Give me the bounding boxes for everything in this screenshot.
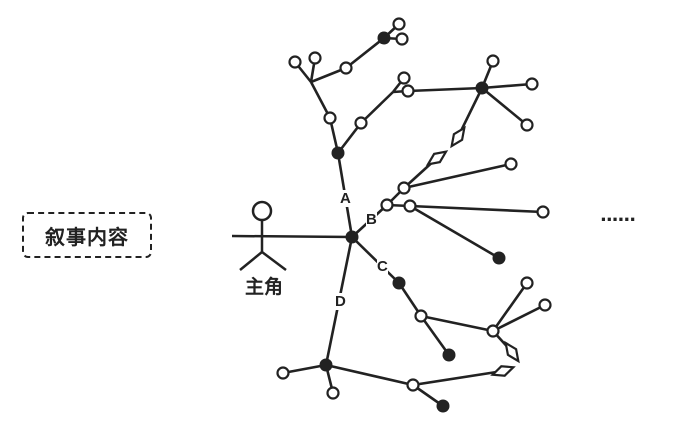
protagonist-label: 主角: [244, 276, 283, 298]
filled-node-icon: [377, 31, 391, 45]
open-node-icon: [339, 61, 353, 75]
open-node-icon: [397, 71, 411, 85]
graph-edge: [419, 315, 451, 356]
graph-nodes: [276, 17, 552, 413]
graph-edge: [351, 236, 400, 284]
open-node-icon: [414, 309, 428, 323]
graph-edge: [360, 91, 394, 124]
graph-edge: [282, 363, 327, 375]
open-node-icon: [486, 54, 500, 68]
open-node-icon: [406, 378, 420, 392]
filled-node-icon: [492, 251, 506, 265]
filled-node-icon: [442, 348, 456, 362]
open-node-icon: [520, 276, 534, 290]
graph-edge: [492, 303, 546, 333]
open-node-icon: [486, 324, 500, 338]
open-node-icon: [395, 32, 409, 46]
graph-edge: [409, 204, 544, 214]
graph-edge: [420, 314, 494, 333]
open-node-icon: [276, 366, 290, 380]
edge-label-b: B: [366, 211, 377, 228]
graph-edge: [412, 369, 504, 387]
filled-node-icon: [392, 276, 406, 290]
diamond-node-icon: [504, 340, 520, 364]
open-node-icon: [401, 84, 415, 98]
filled-node-icon: [331, 146, 345, 160]
open-node-icon: [288, 55, 302, 69]
filled-node-icon: [319, 358, 333, 372]
narrative-content-label: 叙事内容: [45, 224, 129, 249]
open-node-icon: [504, 157, 518, 171]
open-node-icon: [536, 205, 550, 219]
graph-diamonds: [425, 125, 520, 377]
filled-node-icon: [475, 81, 489, 95]
continuation-ellipsis: ......: [600, 205, 636, 226]
diamond-node-icon: [450, 125, 466, 149]
graph-edge: [345, 36, 385, 70]
edge-label-c: C: [377, 258, 388, 275]
graph-edge: [481, 82, 533, 90]
open-node-icon: [403, 199, 417, 213]
filled-node-icon: [436, 399, 450, 413]
graph-edge: [397, 282, 423, 317]
graph-edge: [325, 363, 414, 387]
open-node-icon: [397, 181, 411, 195]
graph-edge: [491, 282, 529, 332]
narrative-content-box: 叙事内容: [22, 212, 152, 258]
open-node-icon: [323, 111, 337, 125]
open-node-icon: [354, 116, 368, 130]
diamond-node-icon: [425, 150, 449, 166]
open-node-icon: [525, 77, 539, 91]
open-node-icon: [308, 51, 322, 65]
graph-edge: [403, 162, 512, 190]
edge-label-a: A: [340, 190, 351, 207]
edge-label-d: D: [335, 293, 346, 310]
open-node-icon: [520, 118, 534, 132]
open-node-icon: [380, 198, 394, 212]
graph-edge: [309, 81, 332, 119]
graph-edge: [409, 204, 500, 260]
graph-edge: [407, 86, 483, 93]
diamond-node-icon: [490, 365, 516, 377]
actor-figure-icon: [231, 200, 353, 271]
filled-node-icon: [345, 230, 359, 244]
open-node-icon: [326, 386, 340, 400]
open-node-icon: [392, 17, 406, 31]
graph-edge: [481, 86, 528, 127]
open-node-icon: [538, 298, 552, 312]
